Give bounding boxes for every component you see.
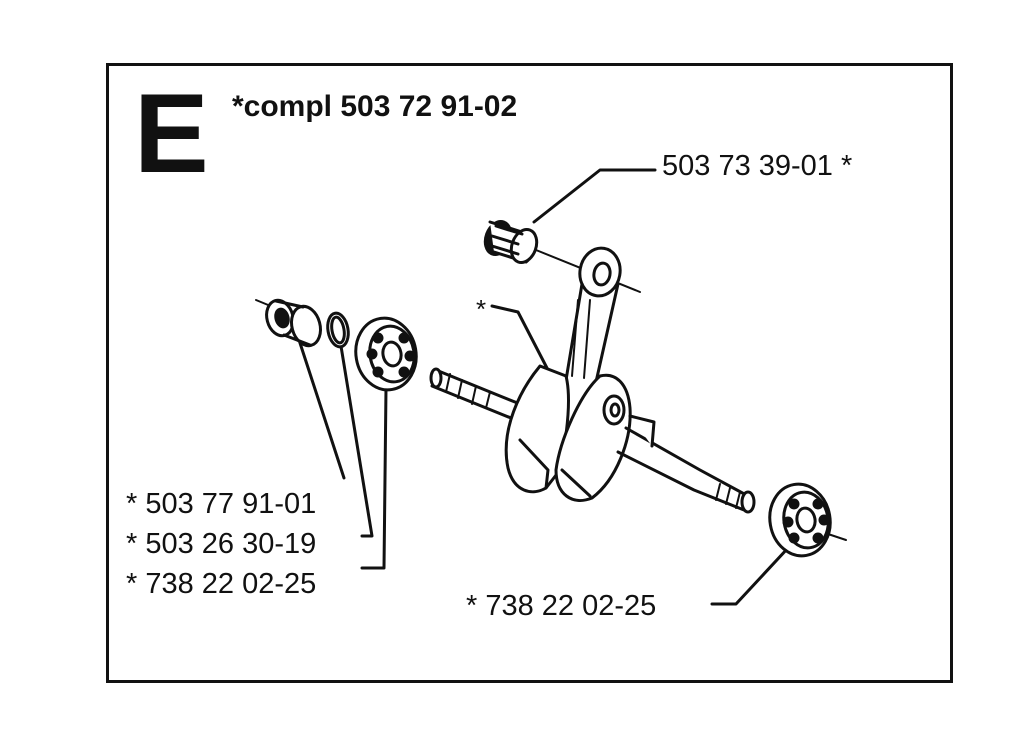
ball-bearing-icon-right (768, 482, 832, 558)
diagram-frame (106, 63, 953, 683)
part-label-seal: * 503 77 91-01 (126, 488, 317, 520)
crank-web-icon (504, 364, 632, 502)
part-label-circlip: * 503 26 30-19 (126, 528, 317, 560)
seal-icon (265, 298, 322, 348)
needle-bearing-icon (483, 220, 539, 264)
complete-assembly-label: *compl 503 72 91-02 (232, 90, 518, 123)
right-shaft-icon (616, 414, 756, 514)
left-shaft-icon (429, 367, 522, 422)
circlip-icon (326, 311, 350, 349)
crankshaft-marker: * (476, 294, 487, 324)
part-label-ball-bearing-left: * 738 22 02-25 (126, 568, 317, 600)
part-label-needle-bearing: 503 73 39-01 * (662, 150, 853, 182)
leader-lines (298, 168, 790, 606)
connecting-rod-icon (564, 246, 622, 384)
ball-bearing-icon-left (354, 316, 418, 392)
section-letter: E (134, 71, 209, 196)
right-axis-line (827, 533, 847, 541)
part-label-ball-bearing-right: * 738 22 02-25 (466, 590, 657, 622)
